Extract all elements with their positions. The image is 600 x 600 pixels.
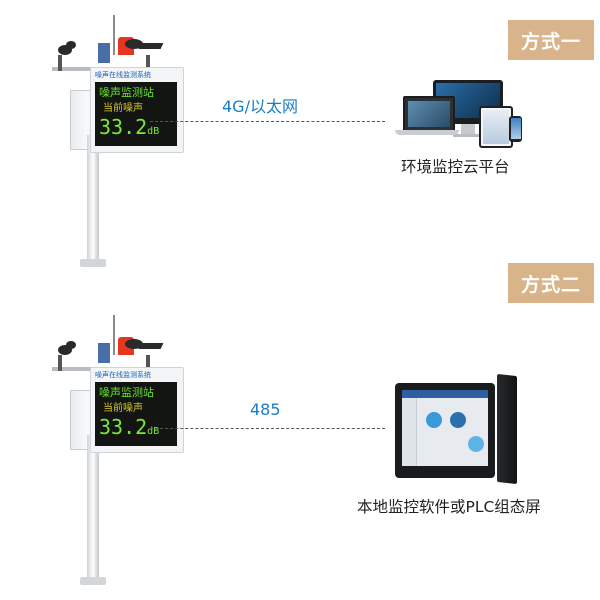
panel-side-view-icon bbox=[497, 373, 517, 485]
dashed-connection-line bbox=[150, 428, 385, 429]
bracket-left bbox=[58, 355, 62, 371]
sensor-box bbox=[98, 43, 110, 63]
cloud-platform-devices bbox=[395, 80, 530, 150]
link-label-485: 485 bbox=[250, 400, 281, 419]
gauge-icon bbox=[468, 436, 484, 452]
panel-screen bbox=[402, 390, 488, 466]
reading-unit: dB bbox=[147, 426, 160, 437]
wind-vane-icon bbox=[138, 343, 164, 349]
display-line-current: 当前噪声 bbox=[103, 403, 143, 414]
wind-vane-icon bbox=[138, 43, 164, 49]
cloud-platform-caption: 环境监控云平台 bbox=[401, 158, 510, 176]
tablet-icon bbox=[479, 106, 513, 148]
panel-pc-icon bbox=[395, 383, 495, 478]
local-software-caption: 本地监控软件或PLC组态屏 bbox=[357, 498, 541, 516]
led-display: 噪声监测站 当前噪声 33.2dB bbox=[95, 82, 177, 146]
gauge-icon bbox=[450, 412, 466, 428]
microphone-icon bbox=[125, 39, 143, 49]
display-line-current: 当前噪声 bbox=[103, 103, 143, 114]
method-one-section: 方式一 噪声在线监测系统 噪声监测站 当前噪声 33.2dB 4G/以太网 bbox=[0, 0, 600, 290]
station-pole bbox=[87, 435, 99, 585]
bracket-left bbox=[58, 55, 62, 71]
reading-unit: dB bbox=[147, 126, 160, 137]
display-line-station: 噪声监测站 bbox=[99, 86, 154, 99]
anemometer-cup-icon bbox=[66, 341, 76, 349]
reading-value: 33.2 bbox=[99, 115, 148, 139]
sensor-box bbox=[98, 343, 110, 363]
link-label-4g: 4G/以太网 bbox=[222, 97, 298, 116]
industrial-panel-device bbox=[395, 373, 525, 485]
noise-monitoring-station: 噪声在线监测系统 噪声监测站 当前噪声 33.2dB bbox=[40, 15, 184, 285]
lightning-rod bbox=[113, 15, 115, 55]
led-display-housing: 噪声在线监测系统 噪声监测站 当前噪声 33.2dB bbox=[90, 367, 184, 453]
lightning-rod bbox=[113, 315, 115, 355]
reading-value: 33.2 bbox=[99, 415, 148, 439]
method-two-badge: 方式二 bbox=[508, 263, 594, 303]
method-one-badge: 方式一 bbox=[508, 20, 594, 60]
bracket-right bbox=[146, 55, 150, 71]
anemometer-cup-icon bbox=[66, 41, 76, 49]
display-reading: 33.2dB bbox=[99, 415, 159, 439]
display-brand-title: 噪声在线监测系统 bbox=[95, 371, 151, 379]
led-display: 噪声监测站 当前噪声 33.2dB bbox=[95, 382, 177, 446]
led-display-housing: 噪声在线监测系统 噪声监测站 当前噪声 33.2dB bbox=[90, 67, 184, 153]
monitor-stand bbox=[461, 124, 475, 134]
panel-title-bar bbox=[402, 390, 488, 398]
laptop-base bbox=[395, 130, 459, 135]
display-line-station: 噪声监测站 bbox=[99, 386, 154, 399]
laptop-icon bbox=[403, 96, 455, 132]
display-reading: 33.2dB bbox=[99, 115, 159, 139]
display-brand-title: 噪声在线监测系统 bbox=[95, 71, 151, 79]
noise-monitoring-station: 噪声在线监测系统 噪声监测站 当前噪声 33.2dB bbox=[40, 315, 184, 585]
anemometer-icon bbox=[58, 345, 72, 355]
monitor-foot bbox=[453, 134, 483, 137]
pole-base bbox=[80, 577, 106, 585]
station-pole bbox=[87, 135, 99, 265]
dashed-connection-line bbox=[150, 121, 385, 122]
anemometer-icon bbox=[58, 45, 72, 55]
method-two-section: 方式二 噪声在线监测系统 噪声监测站 当前噪声 33.2dB 485 bbox=[0, 263, 600, 590]
pole-base bbox=[80, 259, 106, 267]
phone-icon bbox=[509, 116, 522, 142]
panel-side-menu bbox=[402, 398, 417, 466]
microphone-icon bbox=[125, 339, 143, 349]
gauge-icon bbox=[426, 412, 442, 428]
bracket-right bbox=[146, 355, 150, 371]
